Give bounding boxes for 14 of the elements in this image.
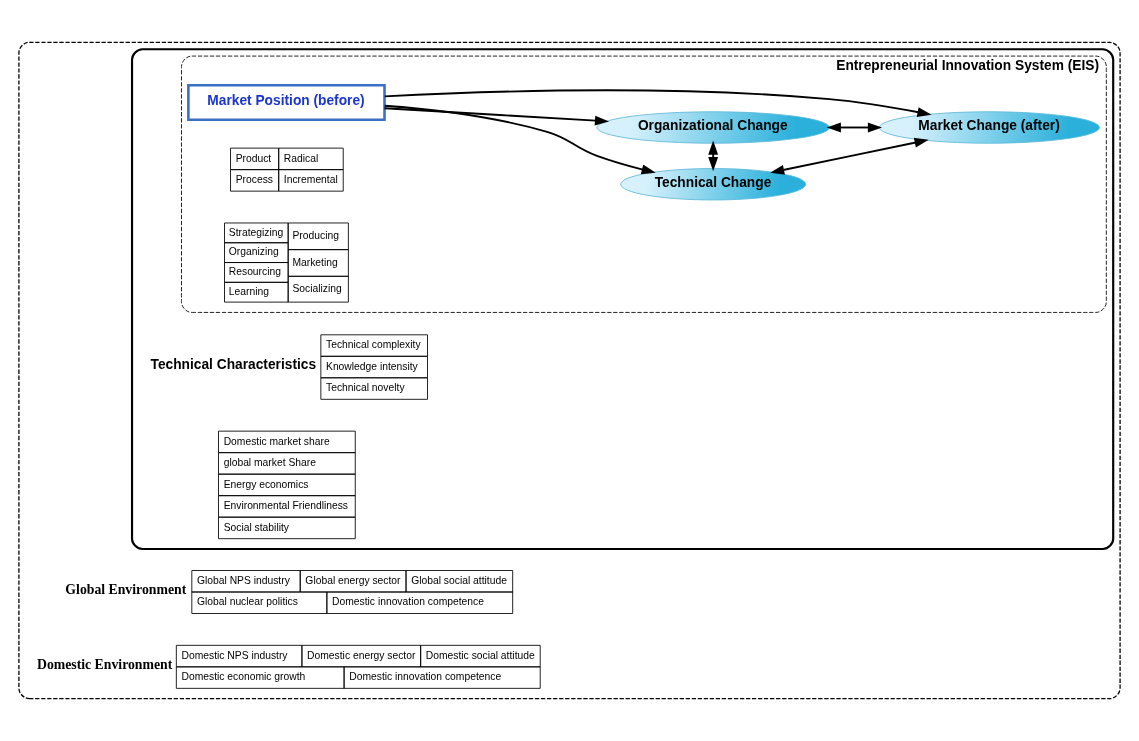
node-ellipse: Market Change (after) [878, 111, 1100, 144]
arrow [383, 107, 610, 126]
node-label: Technical Characteristics [150, 357, 317, 373]
arrow [708, 140, 719, 172]
arrow [383, 89, 932, 117]
node-label: Domestic Environment [36, 657, 173, 673]
node-box: Market Position (before) [187, 84, 386, 122]
cluster [130, 48, 1115, 551]
node-ellipse: Technical Change [620, 168, 807, 201]
cluster [18, 41, 1121, 700]
node-label: Global Environment [65, 582, 187, 598]
arrow [826, 122, 882, 133]
arrow [770, 137, 929, 175]
arrow [383, 104, 656, 175]
